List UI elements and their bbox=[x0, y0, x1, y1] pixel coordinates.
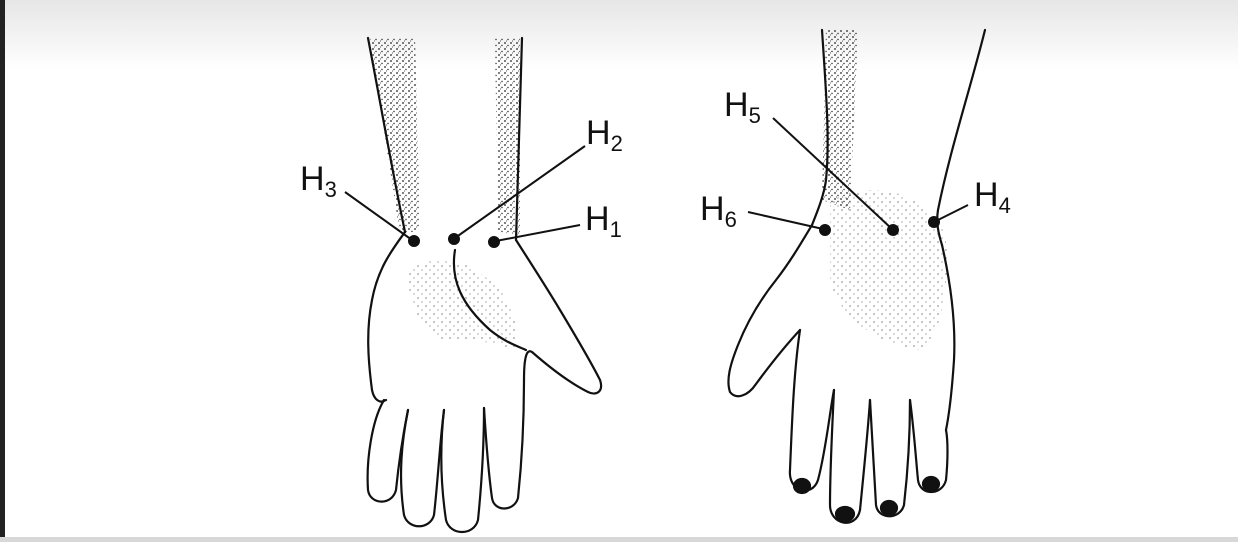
label-h5-letter: H bbox=[724, 88, 748, 122]
h6-dot bbox=[820, 225, 830, 235]
h2-dot bbox=[449, 234, 459, 244]
label-h5-subscript: 5 bbox=[749, 103, 760, 128]
h4-dot bbox=[929, 217, 939, 227]
label-h1: H1 bbox=[585, 202, 621, 236]
label-h2: H2 bbox=[586, 116, 622, 150]
h3-dot bbox=[409, 236, 419, 246]
label-h2-letter: H bbox=[586, 116, 610, 150]
label-h3-subscript: 3 bbox=[325, 177, 336, 202]
label-h5: H5 bbox=[724, 88, 760, 122]
scan-bottom-edge bbox=[0, 537, 1238, 542]
label-h2-subscript: 2 bbox=[611, 131, 622, 156]
label-h6-letter: H bbox=[700, 192, 724, 226]
label-h4: H4 bbox=[974, 178, 1010, 212]
right-nail-4 bbox=[923, 477, 939, 491]
h1-dot bbox=[489, 237, 499, 247]
right-nail-3 bbox=[881, 501, 897, 515]
h5-dot bbox=[888, 225, 898, 235]
right-nail-2 bbox=[836, 507, 854, 521]
scan-top-shadow bbox=[0, 0, 1238, 70]
label-h3-letter: H bbox=[300, 162, 324, 196]
label-h6: H6 bbox=[700, 192, 736, 226]
right-nail-1 bbox=[794, 479, 810, 493]
label-h3: H3 bbox=[300, 162, 336, 196]
label-h4-letter: H bbox=[974, 178, 998, 212]
label-h6-subscript: 6 bbox=[725, 207, 736, 232]
label-h4-subscript: 4 bbox=[999, 193, 1010, 218]
label-h1-letter: H bbox=[585, 202, 609, 236]
label-h1-subscript: 1 bbox=[610, 217, 621, 242]
scan-left-edge bbox=[0, 0, 5, 542]
